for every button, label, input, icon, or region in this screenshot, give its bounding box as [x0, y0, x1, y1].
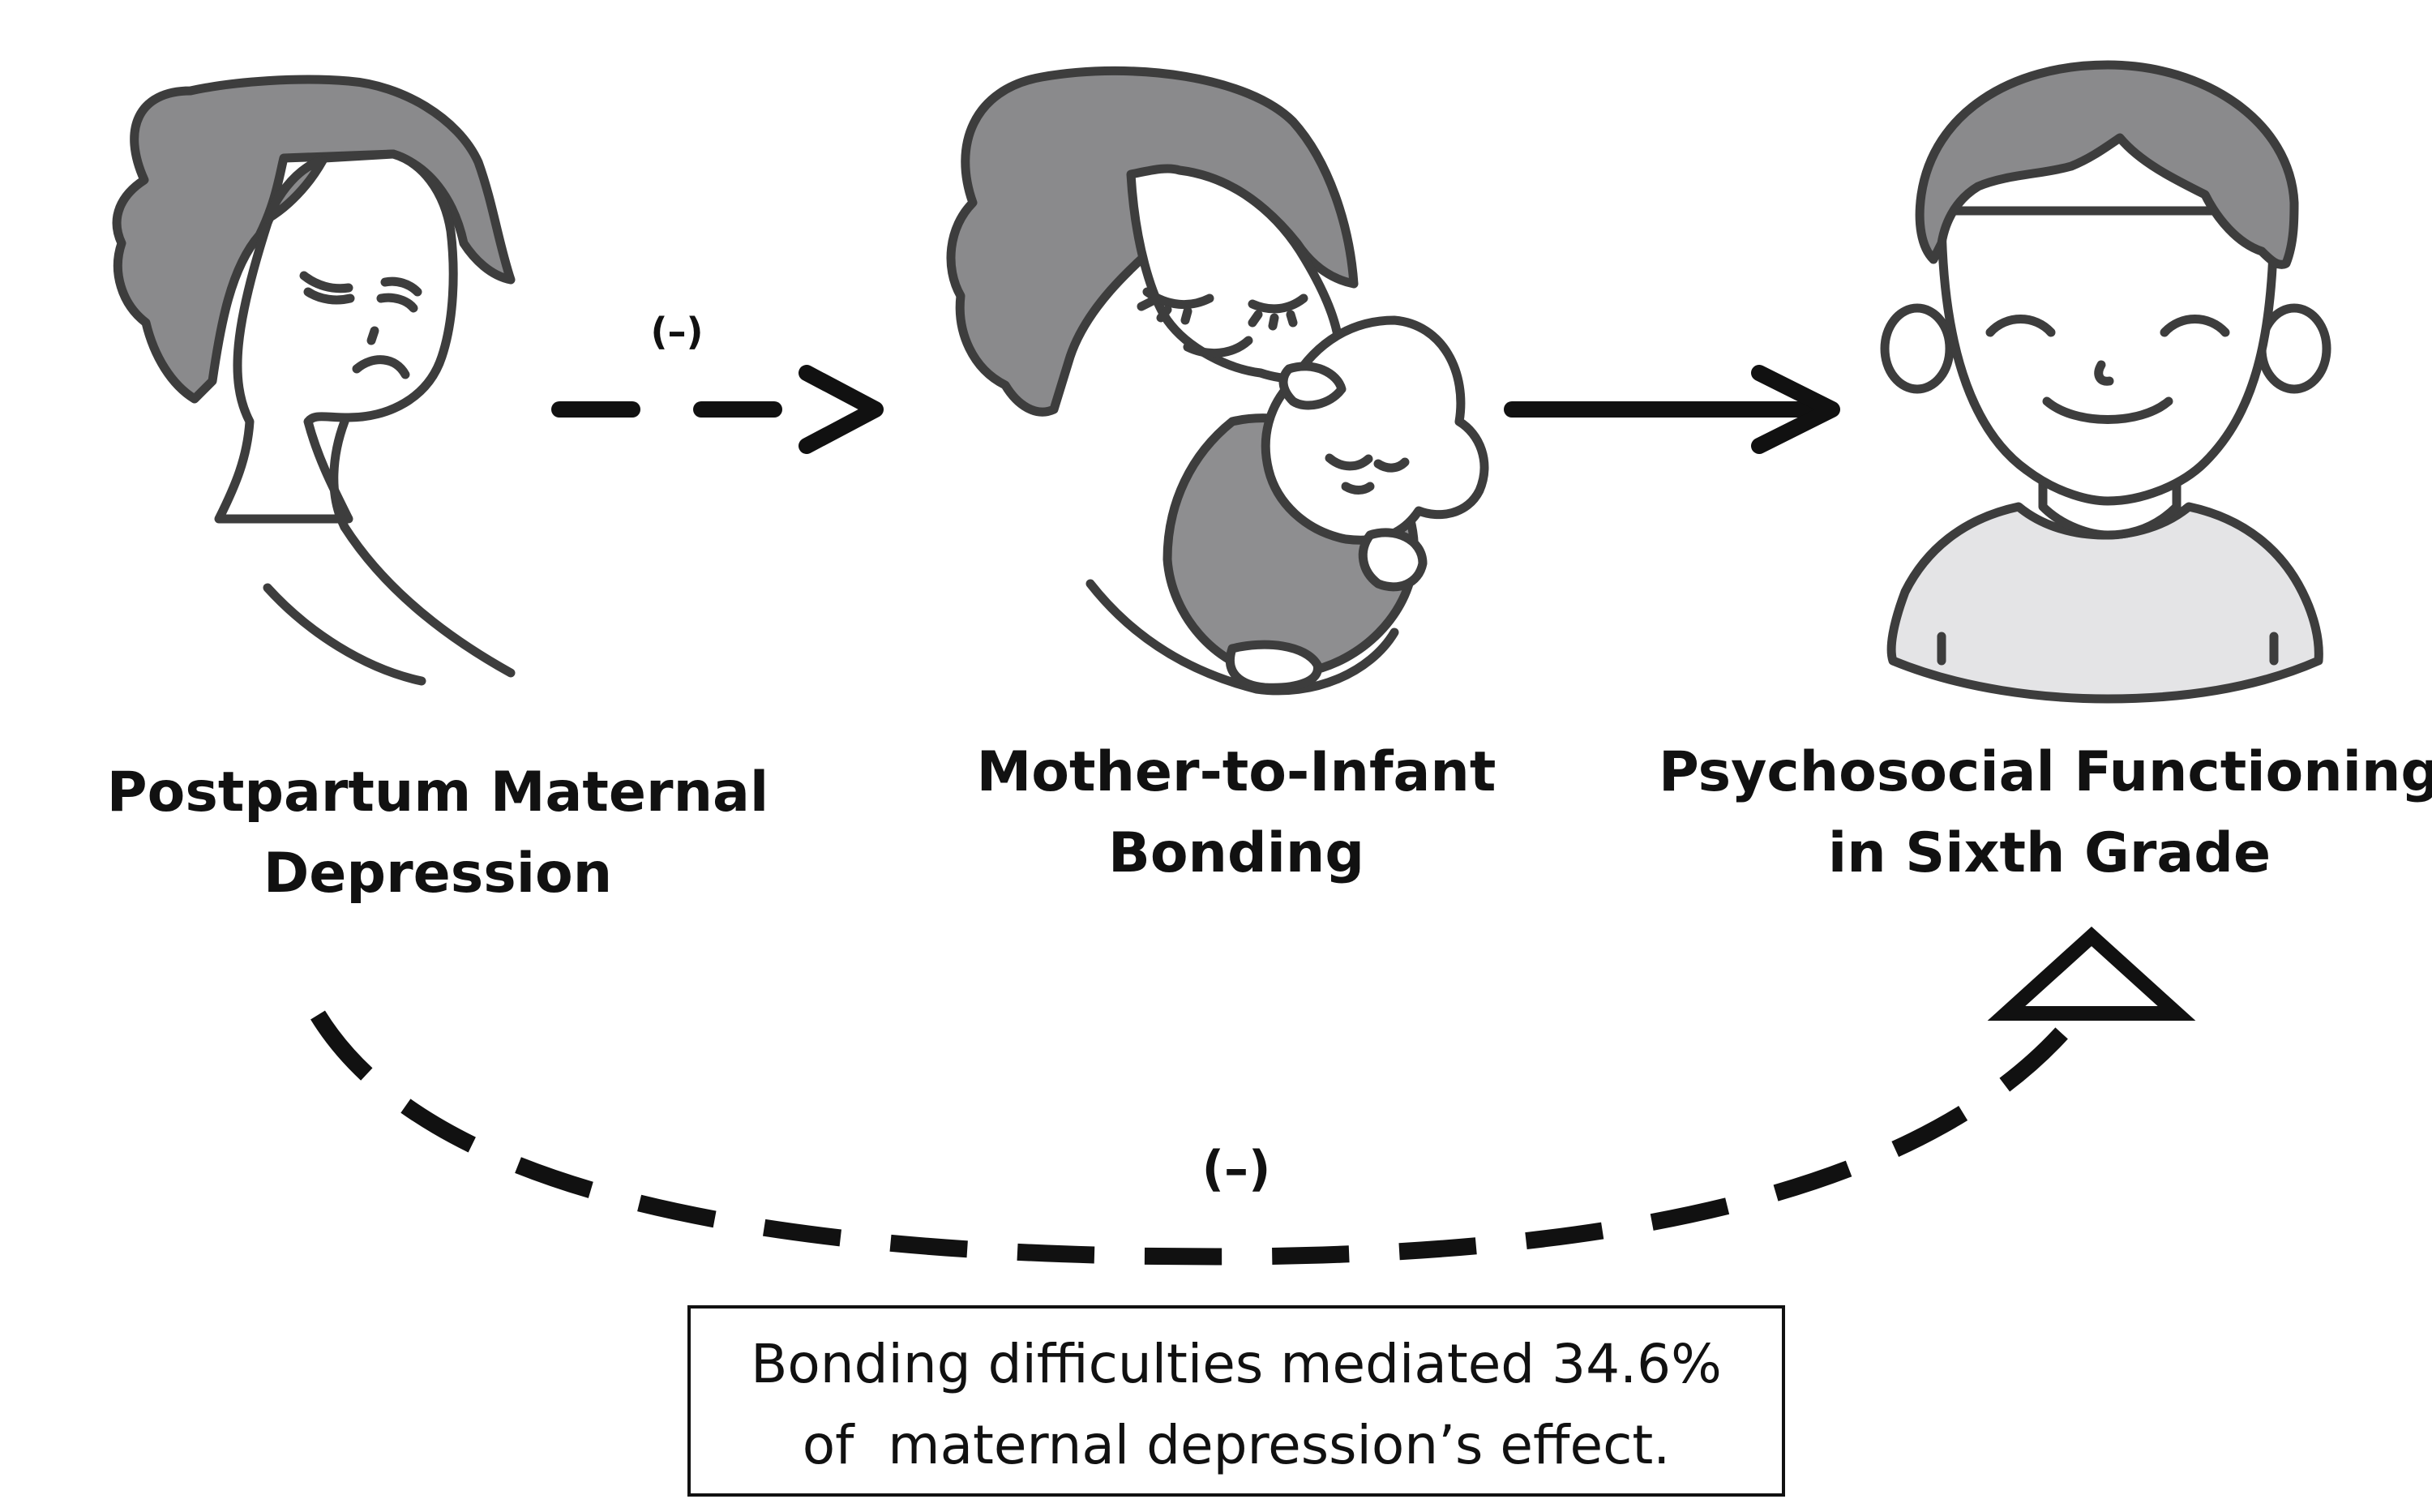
node-label-bonding-line2: Bonding [1108, 821, 1364, 885]
node-label-depression-line2: Depression [263, 842, 612, 906]
edge-sign-depression-to-outcome: (–) [1202, 1141, 1271, 1197]
arrow-depression-to-outcome [310, 926, 2196, 1266]
sad-mother-icon [112, 75, 516, 686]
arrowhead-triangle [1987, 926, 2196, 1021]
arrow-depression-to-bonding [551, 365, 884, 454]
mediation-note-line2: of maternal depression’s effect. [803, 1414, 1671, 1476]
arrow-bonding-to-outcome [1504, 365, 1840, 454]
node-label-outcome-line2: in Sixth Grade [1828, 821, 2271, 885]
edge-sign-depression-to-bonding: (–) [650, 310, 703, 353]
mother-holding-infant-icon [946, 66, 1489, 696]
node-label-depression-line1: Postpartum Maternal [107, 760, 769, 825]
smiling-child-icon [1880, 60, 2331, 704]
mediation-note-box: Bonding difficulties mediated 34.6% of m… [687, 1305, 1785, 1497]
node-label-bonding-line1: Mother-to-Infant [977, 740, 1496, 804]
node-label-outcome-line1: Psychosocial Functioning [1659, 740, 2432, 804]
mediation-note-line1: Bonding difficulties mediated 34.6% [751, 1333, 1722, 1395]
